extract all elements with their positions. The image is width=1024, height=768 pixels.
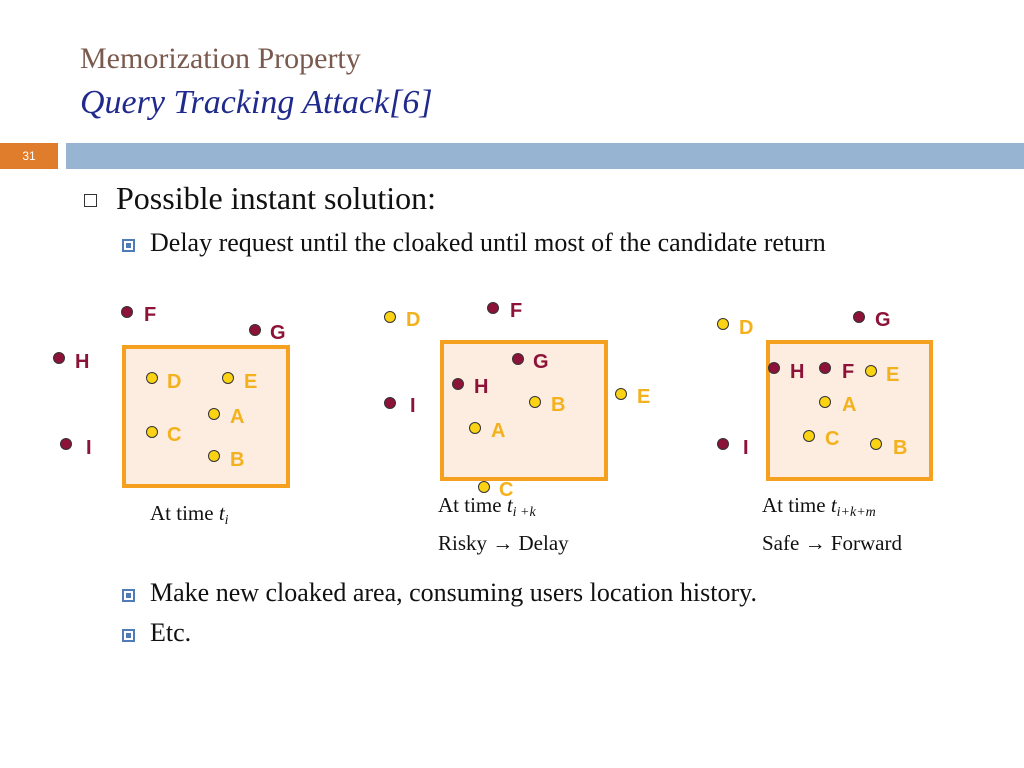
hollow-square-bullet-icon [84, 194, 97, 207]
user-dot [469, 422, 481, 434]
user-label: I [410, 395, 416, 417]
user-label: H [790, 361, 805, 383]
user-label: F [842, 361, 855, 383]
user-label: C [499, 479, 514, 501]
user-dot [146, 426, 158, 438]
user-label: E [886, 364, 900, 386]
user-dot [384, 397, 396, 409]
user-label: I [86, 437, 92, 459]
user-dot [60, 438, 72, 450]
user-dot [146, 372, 158, 384]
user-dot [717, 438, 729, 450]
caption-status: Risky → Delay [438, 531, 569, 555]
user-dot [853, 311, 865, 323]
caption-prefix: At time [150, 501, 219, 525]
user-dot [487, 302, 499, 314]
cloaked-area [766, 340, 933, 481]
cloaked-area [440, 340, 608, 481]
caption: At time ti+k+m Safe → Forward [762, 490, 902, 558]
sub-bullet-delay-text: Delay request until the cloaked until mo… [150, 228, 826, 257]
caption-subscript: i [224, 513, 229, 528]
user-label: B [230, 449, 245, 471]
user-label: D [406, 309, 421, 331]
user-dot [819, 396, 831, 408]
user-dot [53, 352, 65, 364]
user-dot [529, 396, 541, 408]
user-label: A [230, 406, 245, 428]
user-label: G [270, 322, 286, 344]
user-dot [222, 372, 234, 384]
user-label: C [167, 424, 182, 446]
user-dot [819, 362, 831, 374]
user-label: F [144, 304, 157, 326]
caption-time-symbol: t [218, 501, 225, 525]
square-bullet-icon [122, 239, 135, 252]
bullet-main-text: Possible instant solution: [116, 180, 437, 216]
user-dot [615, 388, 627, 400]
user-label: C [825, 428, 840, 450]
user-label: H [75, 351, 90, 373]
user-dot [478, 481, 490, 493]
user-label: A [842, 394, 857, 416]
sub-bullet-new-area-text: Make new cloaked area, consuming users l… [150, 578, 757, 607]
user-dot [512, 353, 524, 365]
caption-subscript: i+k+m [836, 505, 876, 520]
user-dot [208, 408, 220, 420]
user-dot [870, 438, 882, 450]
sub-bullet-etc-text: Etc. [150, 618, 192, 647]
caption-time-symbol: t [506, 493, 513, 517]
caption-prefix: At time [438, 493, 507, 517]
caption-prefix: At time [762, 493, 831, 517]
caption-status: Safe → Forward [762, 531, 902, 555]
user-label: B [893, 437, 908, 459]
user-dot [121, 306, 133, 318]
user-dot [452, 378, 464, 390]
title-bar [66, 143, 1024, 169]
user-dot [865, 365, 877, 377]
user-label: B [551, 394, 566, 416]
user-label: G [875, 309, 891, 331]
user-label: F [510, 300, 523, 322]
user-dot [803, 430, 815, 442]
caption: At time ti +k Risky → Delay [438, 490, 569, 558]
user-dot [768, 362, 780, 374]
square-bullet-icon [122, 589, 135, 602]
caption-subscript: i +k [512, 505, 536, 520]
user-label: G [533, 351, 549, 373]
user-label: H [474, 376, 489, 398]
square-bullet-icon [122, 629, 135, 642]
user-dot [717, 318, 729, 330]
caption: At time ti [150, 498, 229, 536]
user-label: I [743, 437, 749, 459]
slide-title: Memorization Property [80, 42, 361, 75]
user-dot [384, 311, 396, 323]
user-label: D [167, 371, 182, 393]
user-label: D [739, 317, 754, 339]
user-label: A [491, 420, 506, 442]
caption-time-symbol: t [830, 493, 837, 517]
user-dot [208, 450, 220, 462]
user-dot [249, 324, 261, 336]
slide-subtitle: Query Tracking Attack[6] [80, 84, 433, 121]
cloaked-area [122, 345, 290, 488]
user-label: E [244, 371, 258, 393]
user-label: E [637, 386, 651, 408]
slide-number: 31 [0, 143, 58, 169]
